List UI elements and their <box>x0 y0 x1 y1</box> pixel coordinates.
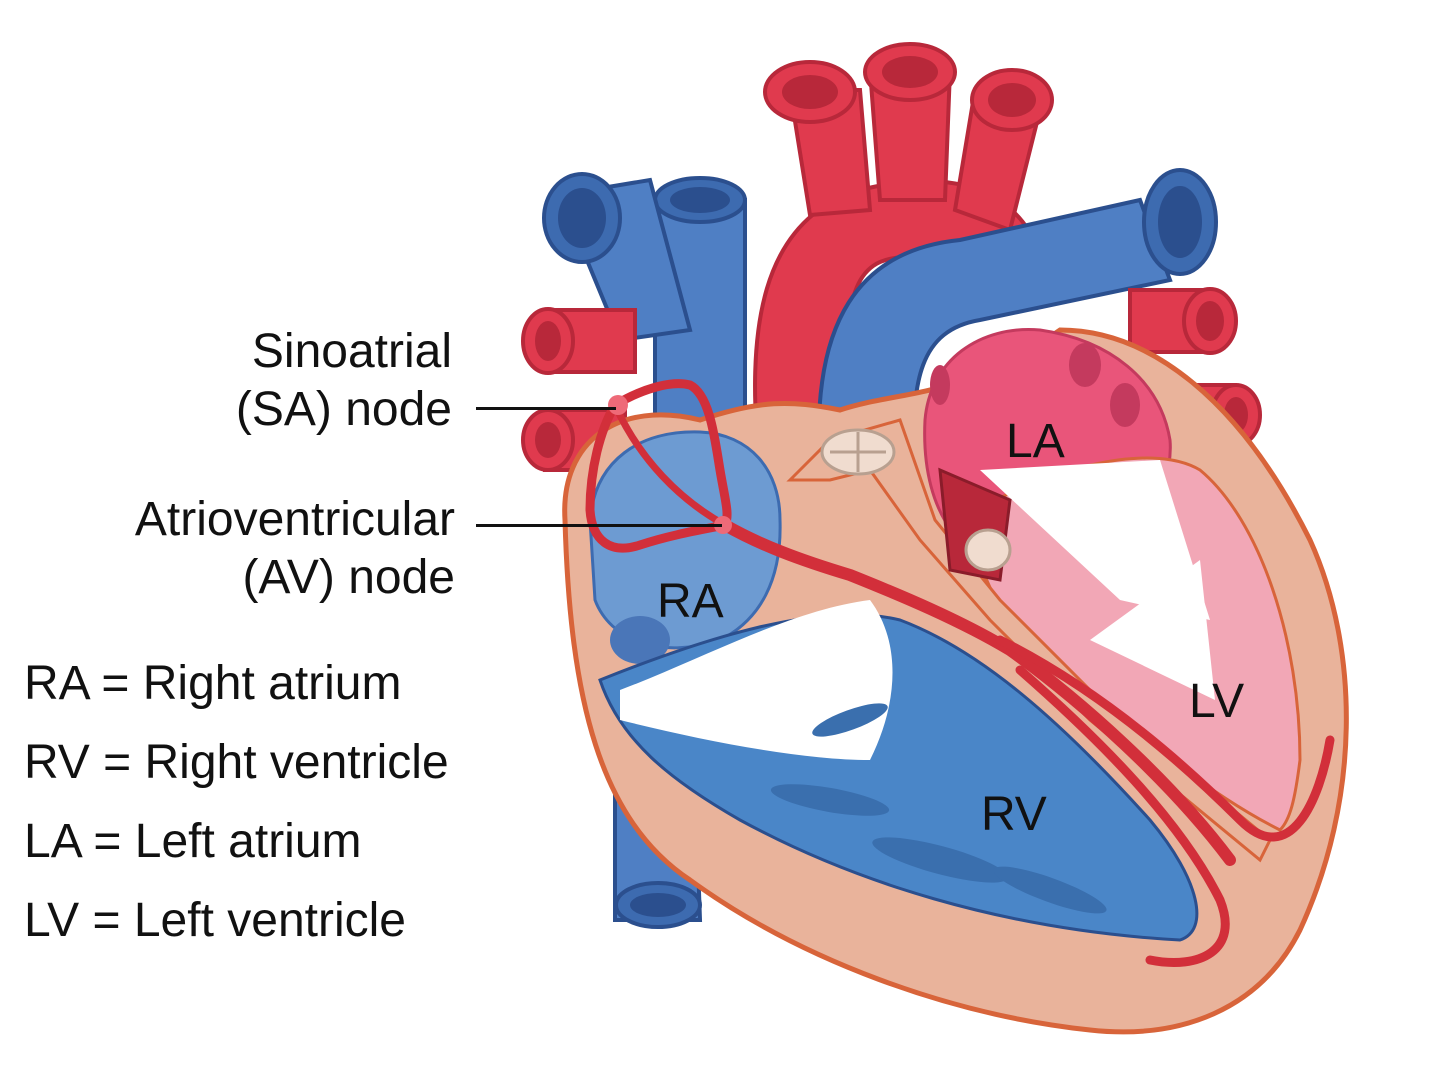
legend-item: RV = Right ventricle <box>24 736 449 789</box>
legend-item: LV = Left ventricle <box>24 894 406 947</box>
trabeculae <box>770 703 1107 914</box>
av-node <box>714 516 732 534</box>
conduction-system <box>585 379 1335 967</box>
sa-node-label-line1: Sinoatrial <box>251 325 452 378</box>
av-node-label-line1: Atrioventricular <box>134 493 455 546</box>
sa-node <box>608 395 628 415</box>
chamber-label-ra: RA <box>657 575 724 628</box>
mitral-valve-ring <box>938 467 1012 582</box>
chamber-label-lv: LV <box>1189 675 1245 728</box>
chordae-tendineae <box>1090 560 1215 700</box>
tricuspid-valve <box>620 600 893 760</box>
legend-item: RA = Right atrium <box>24 657 402 710</box>
sa-node-label-line2: (SA) node <box>235 383 452 436</box>
av-node-label-line2: (AV) node <box>242 551 455 604</box>
chamber-label-la: LA <box>1006 415 1065 468</box>
coronary-sinus <box>610 616 670 664</box>
sa-node-leader-line <box>476 407 616 410</box>
pulmonary-vein-opening <box>1110 383 1140 427</box>
aortic-valve <box>820 428 896 476</box>
pulmonary-vein-opening <box>1069 343 1101 387</box>
av-node-leader-line <box>476 524 722 527</box>
chamber-label-rv: RV <box>981 788 1047 841</box>
legend-item: LA = Left atrium <box>24 815 362 868</box>
mitral-valve <box>980 460 1210 620</box>
brachiocephalic-vein <box>542 172 693 343</box>
interventricular-septum <box>786 418 1272 863</box>
pulmonary-vein-opening <box>930 365 950 405</box>
